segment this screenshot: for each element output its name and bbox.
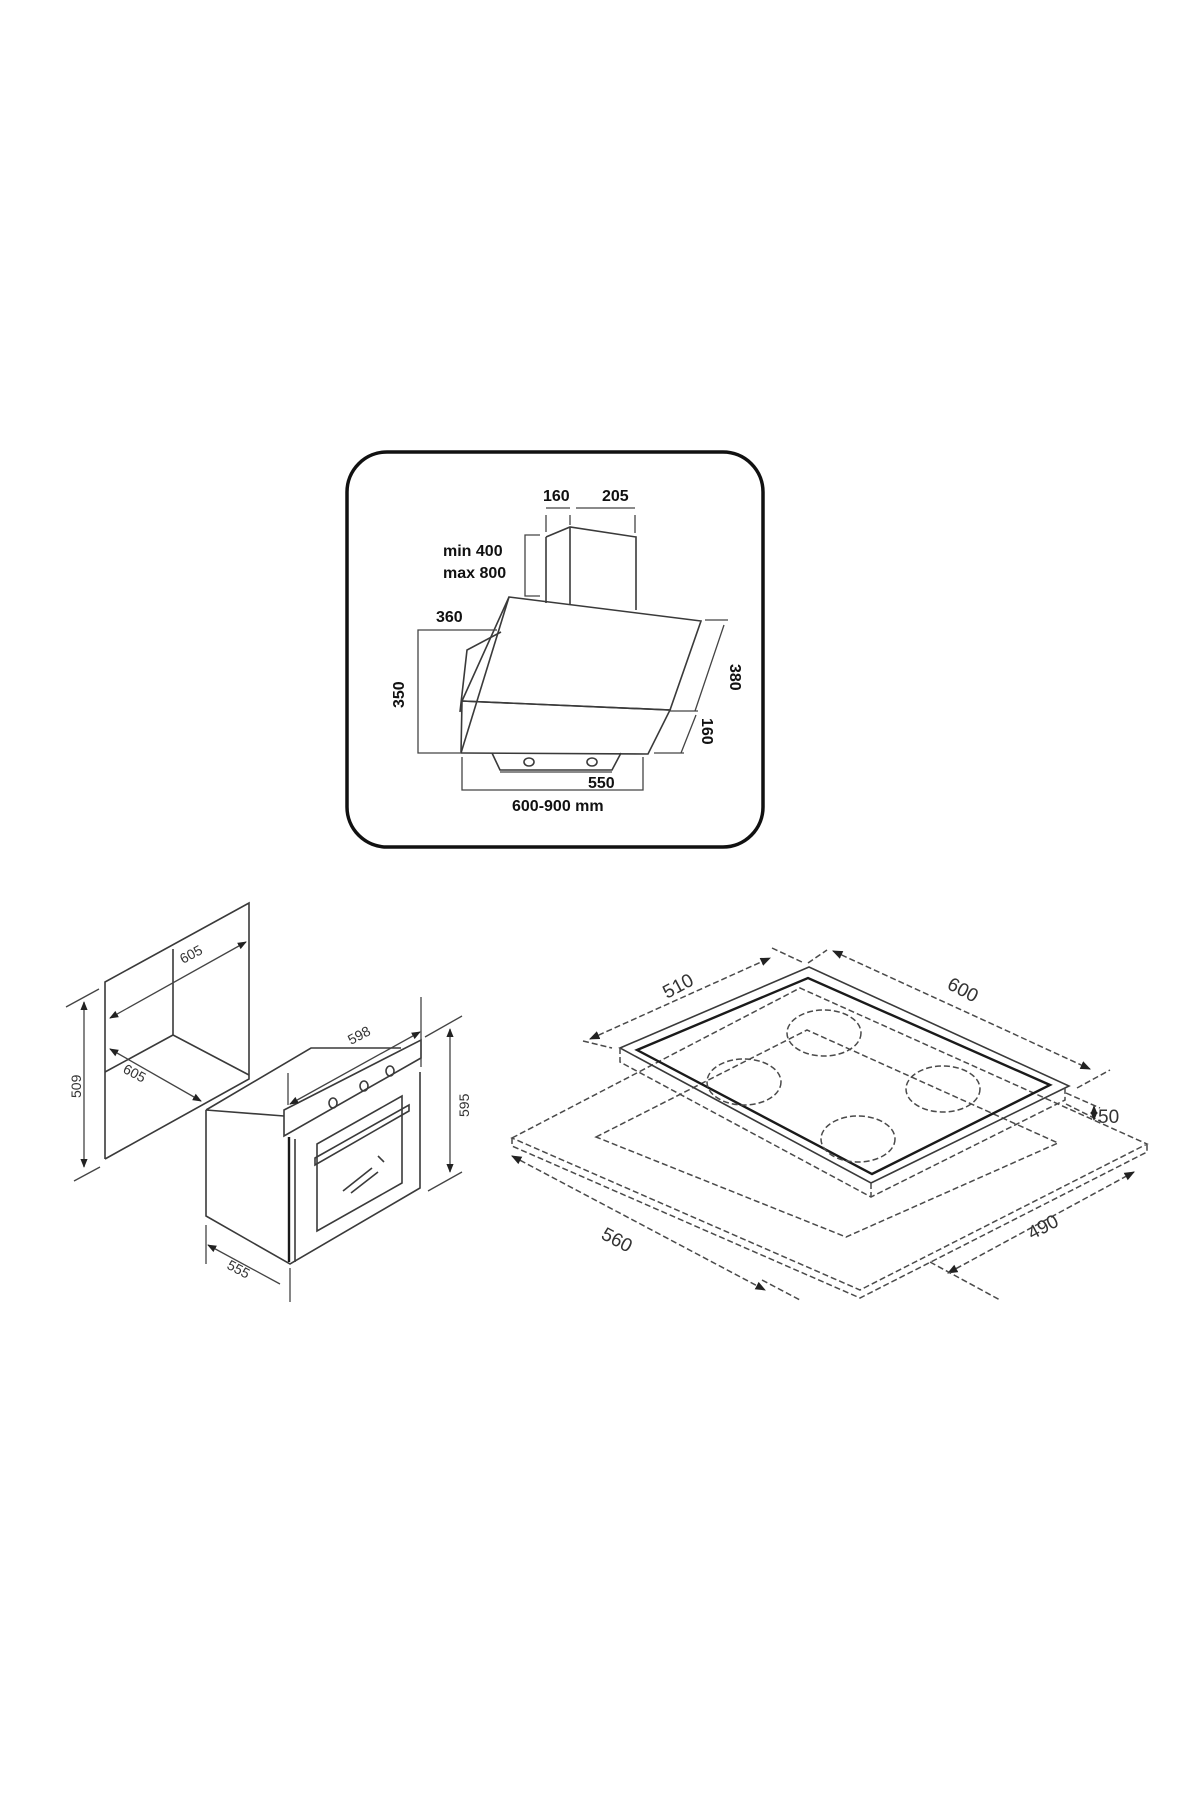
chimney-depth-label: 160 [543,488,570,505]
oven-width-label: 598 [345,1022,373,1047]
hood-chimney [545,526,637,610]
base-width-label: 550 [588,775,615,792]
niche-width-label: 605 [177,941,205,966]
chimney-width-label: 205 [602,488,629,505]
cutout-depth-label: 490 [1024,1211,1062,1244]
oven-niche [65,901,250,1182]
hob-depth-label: 510 [659,970,697,1003]
hob-cutout [510,987,1149,1301]
chimney-min-label: min 400 [443,543,503,560]
hob-body [582,947,1111,1198]
total-width-label: 600-900 mm [512,798,604,815]
canopy-height-label: 350 [391,681,408,708]
oven-depth-label: 555 [225,1257,253,1282]
burner-1 [786,1009,862,1057]
canopy-depth-label: 360 [436,609,463,626]
burner-4 [820,1115,896,1163]
hood-frame [345,450,765,849]
cooker-hood-diagram: 160 205 min 400 max 800 360 350 380 [345,450,765,849]
burner-2 [706,1058,782,1106]
glass-upper-label: 380 [726,664,743,691]
burner-3 [905,1065,981,1113]
glass-lower-label: 160 [698,718,715,745]
oven-body [205,997,463,1302]
hob-diagram: 560 490 510 600 50 [510,947,1149,1301]
built-in-oven-diagram: 605 605 509 [65,901,472,1302]
chimney-dimensions [524,507,636,597]
oven-height-label: 595 [456,1093,472,1117]
hob-width-label: 600 [944,974,982,1007]
hob-height-label: 50 [1098,1107,1119,1128]
cutout-width-label: 560 [598,1224,636,1257]
chimney-max-label: max 800 [443,565,506,582]
hood-canopy [459,596,703,771]
canopy-dimensions [417,619,728,791]
niche-depth-label: 605 [121,1061,149,1086]
niche-height-label: 509 [68,1074,84,1098]
